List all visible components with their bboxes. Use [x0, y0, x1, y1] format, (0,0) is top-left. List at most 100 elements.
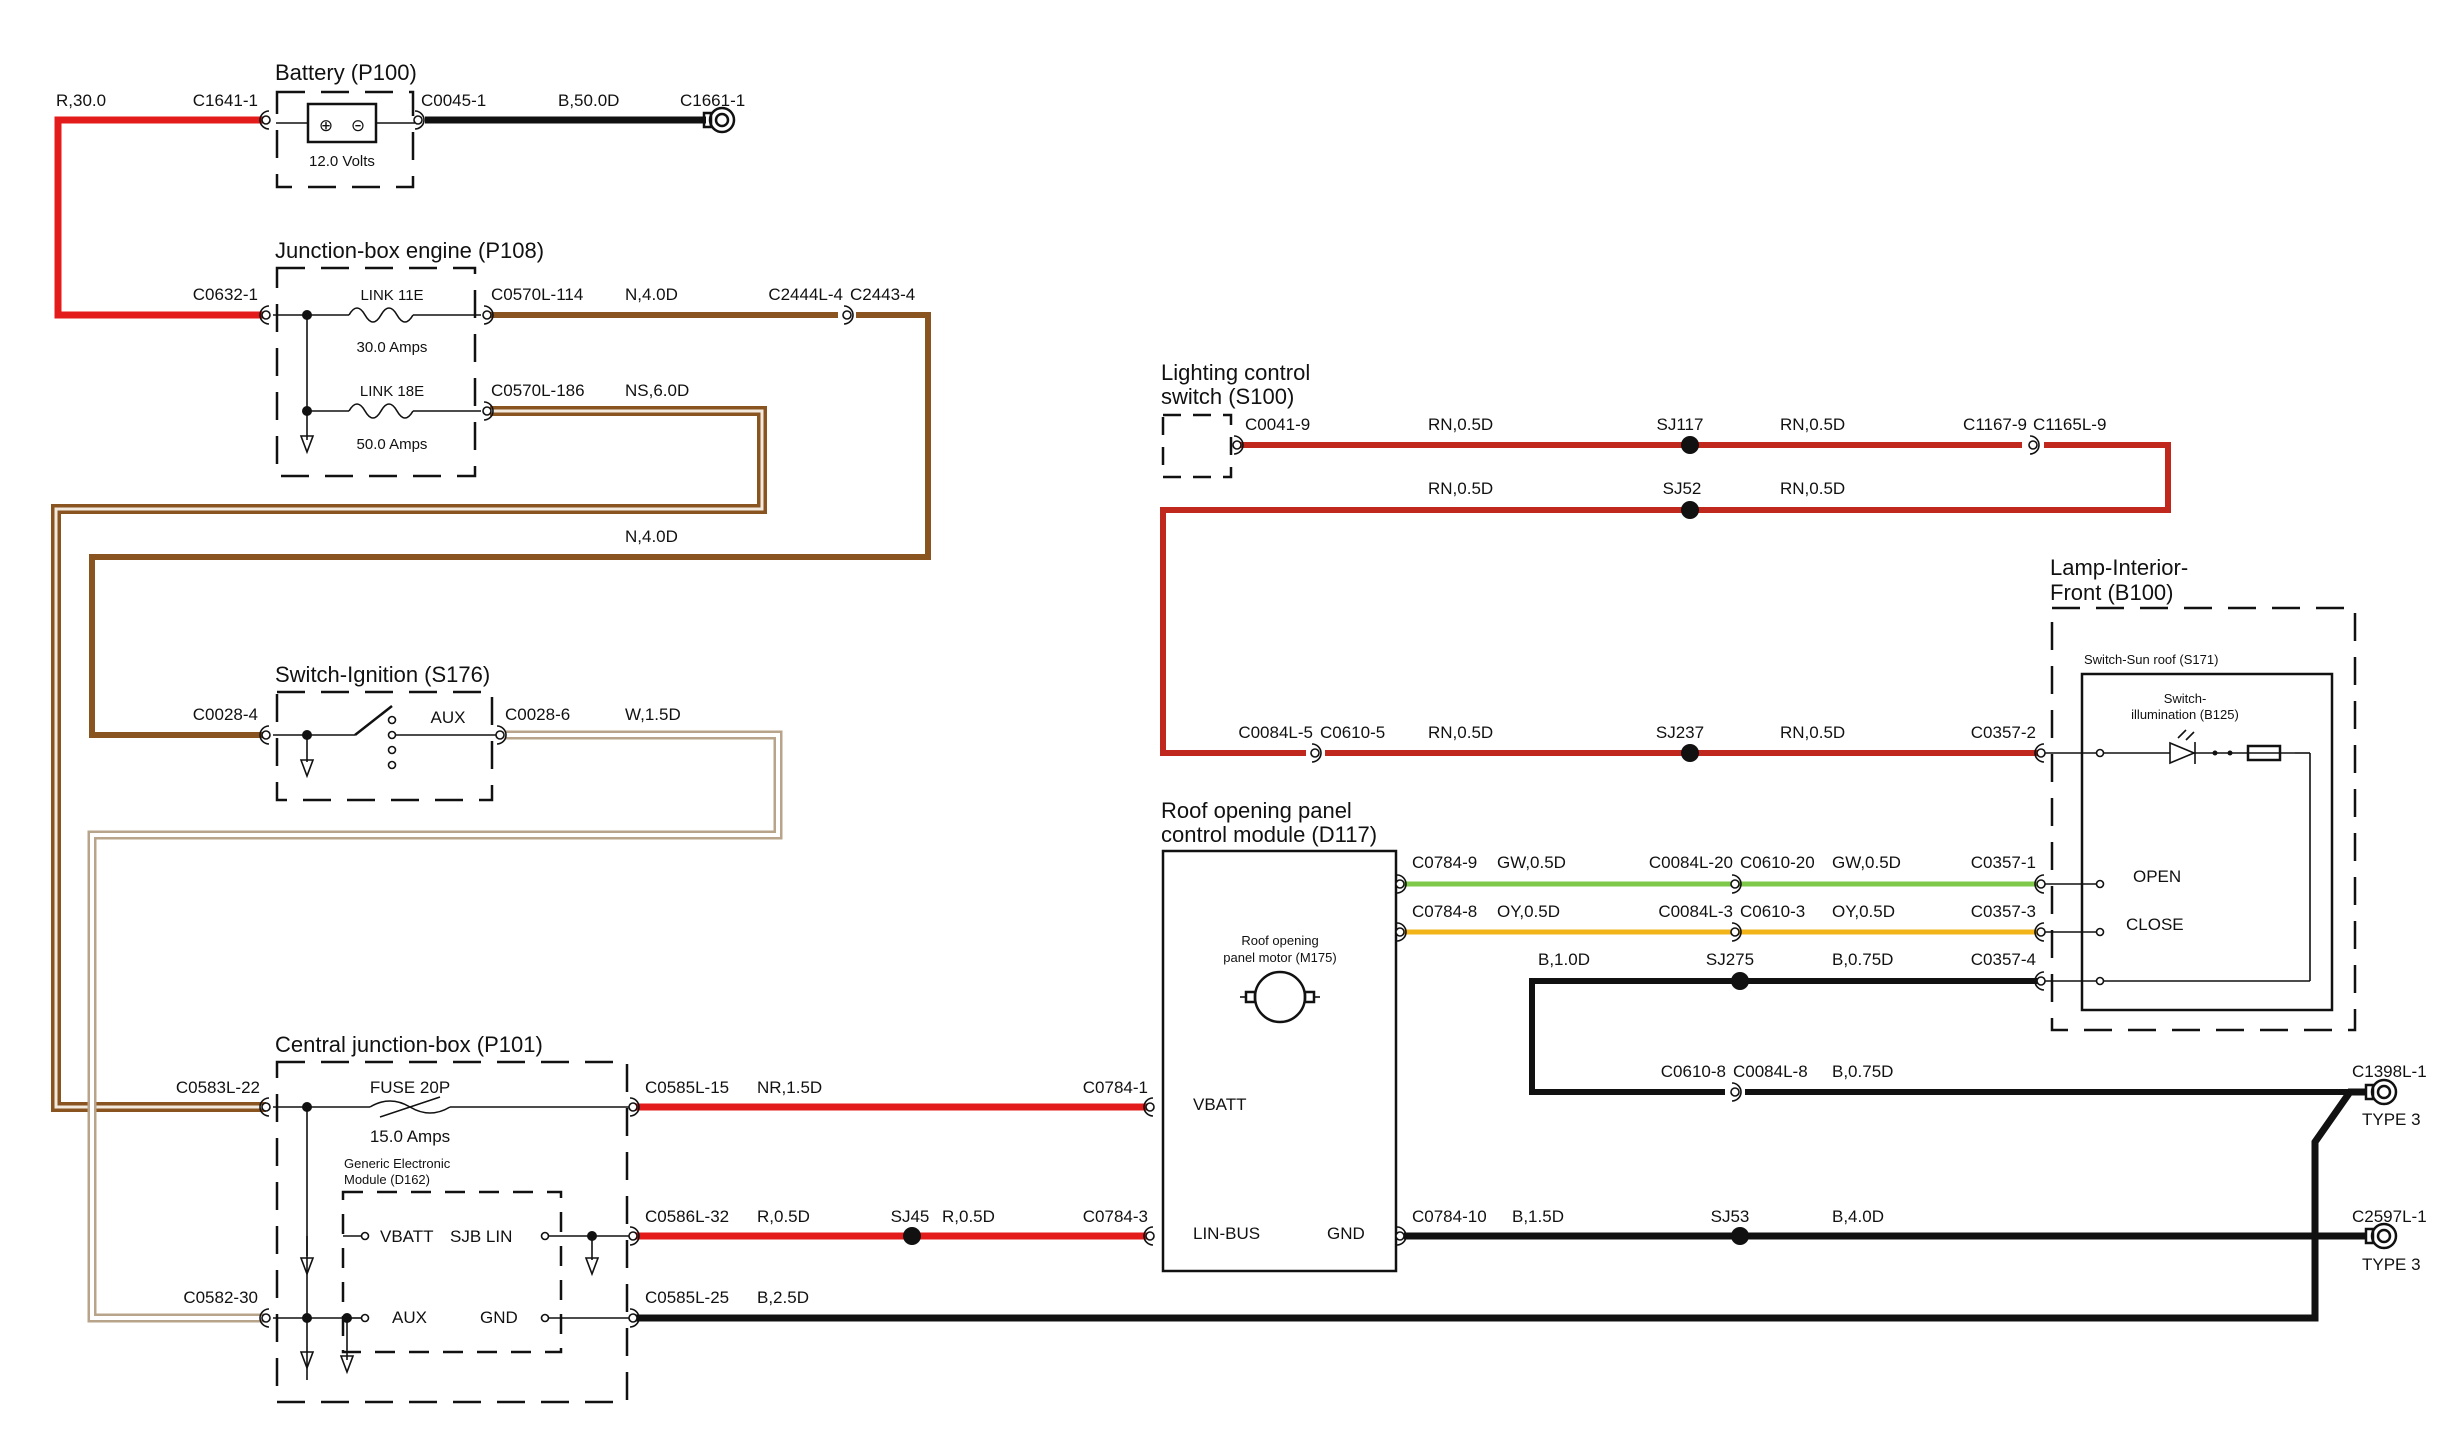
splice-sj45-label: SJ45 — [891, 1207, 930, 1226]
splice-sj275 — [1731, 972, 1749, 990]
illum-line2: illumination (B125) — [2131, 707, 2239, 722]
lamp-close: CLOSE — [2126, 915, 2184, 934]
jb-engine-title: Junction-box engine (P108) — [275, 238, 544, 263]
gem-aux: AUX — [392, 1308, 427, 1327]
wire-label-b40: B,4.0D — [1832, 1207, 1884, 1226]
connector-arc — [629, 1226, 640, 1246]
gem-vbatt: VBATT — [380, 1227, 434, 1246]
connector-pin — [2036, 879, 2046, 889]
wire-label-r05-b: R,0.5D — [942, 1207, 995, 1226]
conn-c0632-1: C0632-1 — [193, 285, 258, 304]
roof-motor-line1: Roof opening — [1241, 933, 1318, 948]
connector-arc — [1311, 743, 1322, 763]
wire-w15-outer — [87, 730, 783, 1323]
lamp-open: OPEN — [2133, 867, 2181, 886]
conn-c2597l-1: C2597L-1 — [2352, 1207, 2427, 1226]
wire-label-rn-4: RN,0.5D — [1780, 479, 1845, 498]
splice-sj117-label: SJ117 — [1657, 415, 1704, 434]
connector-pin — [1730, 927, 1740, 937]
conn-c0784-9: C0784-9 — [1412, 853, 1477, 872]
wire-label-ns6: NS,6.0D — [625, 381, 689, 400]
conn-c0582-30: C0582-30 — [183, 1288, 258, 1307]
connector-pin — [261, 310, 271, 320]
connector-pin — [261, 1313, 271, 1323]
connector-pin — [495, 730, 505, 740]
connector-pin — [2028, 440, 2038, 450]
connector-arc — [1396, 874, 1407, 894]
conn-c0610-3: C0610-3 — [1740, 902, 1805, 921]
conn-c0357-1: C0357-1 — [1971, 853, 2036, 872]
conn-c2444l-4: C2444L-4 — [768, 285, 843, 304]
connector-pin — [2036, 748, 2046, 758]
gem-label-line1: Generic Electronic — [344, 1156, 451, 1171]
conn-c0585l-15: C0585L-15 — [645, 1078, 729, 1097]
wire-label-r30: R,30.0 — [56, 91, 106, 110]
conn-c0084l-3: C0084L-3 — [1658, 902, 1733, 921]
ignition-title: Switch-Ignition (S176) — [275, 662, 490, 687]
connector-arc — [259, 110, 270, 130]
link-18e-rating: 50.0 Amps — [357, 436, 428, 453]
lighting-title-line1: Lighting control — [1161, 360, 1310, 385]
wire-label-rn-6: RN,0.5D — [1780, 723, 1845, 742]
conn-c1167-9: C1167-9 — [1963, 415, 2027, 434]
roof-vbatt: VBATT — [1193, 1095, 1247, 1114]
conn-c0610-8: C0610-8 — [1661, 1062, 1726, 1081]
conn-c0784-8: C0784-8 — [1412, 902, 1477, 921]
wire-ns6-inner — [54, 409, 764, 1109]
connector-arc — [496, 725, 507, 745]
link-11e-label: LINK 11E — [360, 287, 423, 304]
conn-c0784-10: C0784-10 — [1412, 1207, 1487, 1226]
connector-arc — [1731, 874, 1742, 894]
connector-pin — [413, 115, 423, 125]
wire-label-w15: W,1.5D — [625, 705, 681, 724]
connector-pin — [261, 730, 271, 740]
connector-arc — [1143, 1226, 1154, 1246]
roof-motor-line2: panel motor (M175) — [1223, 950, 1336, 965]
conn-c1165l-9: C1165L-9 — [2033, 415, 2106, 434]
splice-sj52 — [1681, 501, 1699, 519]
connector-arc — [259, 1097, 270, 1117]
conn-c0583l-22: C0583L-22 — [176, 1078, 260, 1097]
connector-pin — [1310, 748, 1320, 758]
connector-arc — [2034, 922, 2045, 942]
conn-c0357-2: C0357-2 — [1971, 723, 2036, 742]
conn-c0586l-32: C0586L-32 — [645, 1207, 729, 1226]
connector-arc — [259, 305, 270, 325]
gem-label-line2: Module (D162) — [344, 1172, 430, 1187]
wire-label-b25: B,2.5D — [757, 1288, 809, 1307]
conn-c0357-4: C0357-4 — [1971, 950, 2036, 969]
conn-type3-a: TYPE 3 — [2362, 1110, 2421, 1129]
battery-plus-symbol: ⊕ — [319, 116, 333, 135]
connector-arc — [2034, 971, 2045, 991]
ground-terminal-c1661 — [702, 106, 736, 134]
wire-b25 — [636, 1088, 2366, 1322]
splice-sj45 — [903, 1227, 921, 1245]
connector-symbols — [259, 110, 2046, 1328]
conn-c1641-1: C1641-1 — [193, 91, 258, 110]
wire-label-nr15: NR,1.5D — [757, 1078, 822, 1097]
conn-c0084l-8: C0084L-8 — [1733, 1062, 1808, 1081]
splice-sj275-label: SJ275 — [1706, 950, 1754, 969]
wire-label-gw-1: GW,0.5D — [1497, 853, 1566, 872]
conn-c0570l-114: C0570L-114 — [491, 285, 583, 304]
conn-c2443-4: C2443-4 — [850, 285, 915, 304]
battery-rating: 12.0 Volts — [309, 153, 375, 170]
conn-c0570l-186: C0570L-186 — [491, 381, 585, 400]
conn-c0610-5: C0610-5 — [1320, 723, 1385, 742]
splice-sj117 — [1681, 436, 1699, 454]
wire-label-b15: B,1.5D — [1512, 1207, 1564, 1226]
connector-pin — [1730, 1087, 1740, 1097]
lamp-title-line1: Lamp-Interior- — [2050, 555, 2188, 580]
connector-pin — [482, 406, 492, 416]
roof-title-line1: Roof opening panel — [1161, 798, 1352, 823]
connector-arc — [2029, 435, 2040, 455]
connector-pin — [628, 1313, 638, 1323]
wire-label-b075-b: B,0.75D — [1832, 1062, 1893, 1081]
connector-arc — [259, 725, 270, 745]
battery-title: Battery (P100) — [275, 60, 417, 85]
wire-label-oy-2: OY,0.5D — [1832, 902, 1895, 921]
connector-pin — [628, 1231, 638, 1241]
connector-arc — [629, 1097, 640, 1117]
connector-pin — [1730, 879, 1740, 889]
ground-terminal-c1398 — [2364, 1078, 2398, 1106]
